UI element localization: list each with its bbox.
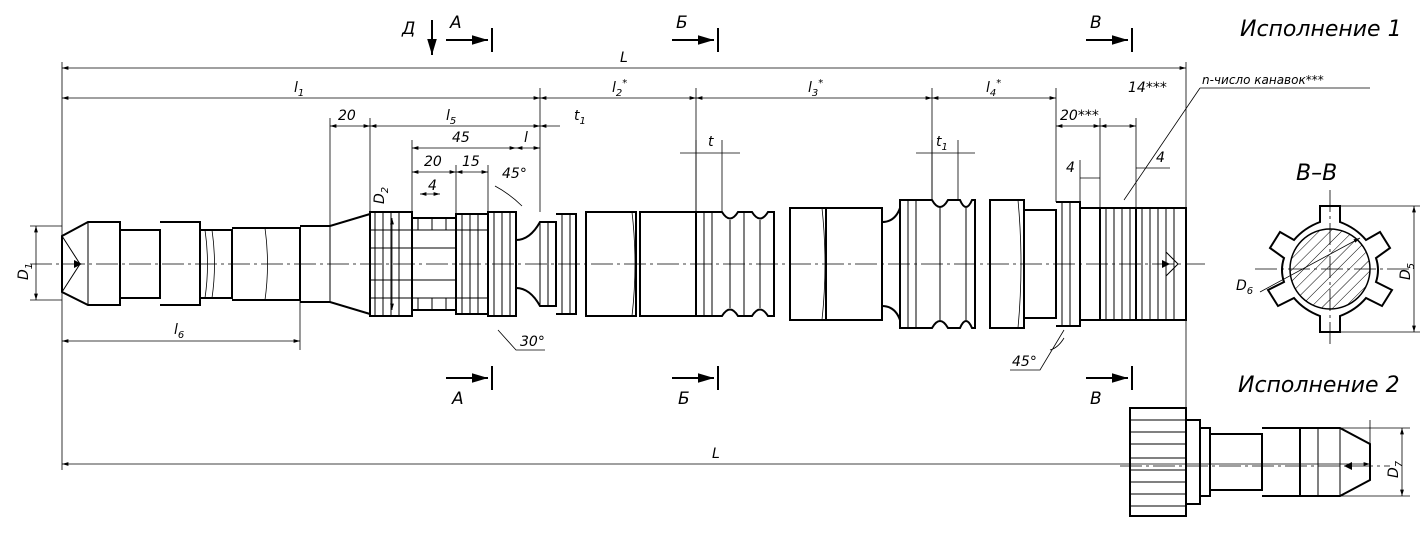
sec-v-top: В xyxy=(1090,13,1102,33)
dim-l-small: l xyxy=(524,130,528,146)
svg-text:l4*: l4* xyxy=(986,78,1001,99)
svg-text:l1: l1 xyxy=(294,80,304,99)
dim-45: 45 xyxy=(452,130,470,146)
dim-t1-sub: 1 xyxy=(942,142,948,153)
svg-text:l3*: l3* xyxy=(808,78,823,99)
sec-a-top: А xyxy=(449,13,462,33)
variant2-label: Исполнение 2 xyxy=(1238,373,1400,398)
dim-l2: l xyxy=(612,80,616,96)
svg-text:D5: D5 xyxy=(1398,263,1417,280)
svg-text:l2*: l2* xyxy=(612,78,627,99)
dim-4b: 4 xyxy=(1066,160,1075,176)
dim-l4: l xyxy=(986,80,990,96)
dim-D7: D xyxy=(1386,467,1402,478)
variant-2-view xyxy=(1120,407,1410,517)
dim-D5: D xyxy=(1398,269,1414,280)
dim-l3: l xyxy=(808,80,812,96)
svg-text:l5: l5 xyxy=(446,108,456,127)
gear-teeth-1 xyxy=(515,213,577,315)
section-view-v-v xyxy=(1255,190,1420,345)
dim-D1: D xyxy=(16,269,32,280)
sec-b-top: Б xyxy=(676,13,688,33)
dim-l4-sub: 4 xyxy=(990,88,996,99)
dim-l4-star: * xyxy=(996,78,1001,89)
dim-l3-star: * xyxy=(818,78,823,89)
dim-l6: l xyxy=(174,322,178,338)
dim-D6: D xyxy=(1236,278,1247,294)
dim-L-top: L xyxy=(620,50,628,66)
dim-D2-sub: 2 xyxy=(380,187,391,193)
section-markers xyxy=(427,20,1133,390)
shaft-main-view xyxy=(30,199,1205,329)
dim-D5-sub: 5 xyxy=(1406,263,1417,269)
dim-l6-sub: 6 xyxy=(178,330,184,341)
dim-l2-sub: 2 xyxy=(616,88,622,99)
svg-text:t1: t1 xyxy=(574,108,586,127)
dim-l1: l xyxy=(294,80,298,96)
dim-l1-sub: 1 xyxy=(298,88,304,99)
sec-a-bottom: А xyxy=(451,389,464,409)
svg-text:D6: D6 xyxy=(1236,278,1253,297)
dim-t: t xyxy=(708,134,714,150)
dim-D7-sub: 7 xyxy=(1394,460,1405,467)
dim-l5: l xyxy=(446,108,450,124)
svg-text:D1: D1 xyxy=(16,263,35,280)
dim-l5-sub: 5 xyxy=(450,116,456,127)
dim-20stars: 20*** xyxy=(1060,108,1099,124)
sec-b-bottom: Б xyxy=(678,389,690,409)
svg-text:D7: D7 xyxy=(1386,460,1405,478)
gear-teeth-3 xyxy=(899,199,976,329)
svg-text:l6: l6 xyxy=(174,322,184,341)
dim-20b: 20 xyxy=(424,154,442,170)
dim-L-bottom: L xyxy=(712,446,720,462)
variant1-label: Исполнение 1 xyxy=(1240,17,1402,42)
text-labels: Исполнение 1 Исполнение 2 В–В n-число ка… xyxy=(16,13,1417,478)
angle-45-top: 45° xyxy=(502,166,527,182)
dim-t1-upper: t xyxy=(574,108,580,124)
dim-l2-star: * xyxy=(622,78,627,89)
dim-t1: t xyxy=(936,134,942,150)
dim-15: 15 xyxy=(462,154,480,170)
dim-D2: D xyxy=(372,193,388,204)
angle-30: 30° xyxy=(520,334,545,350)
view-d-label: Д xyxy=(401,19,415,39)
dim-D1-sub: 1 xyxy=(24,263,35,269)
dim-4c: 4 xyxy=(1156,150,1165,166)
dim-20: 20 xyxy=(338,108,356,124)
angle-45-bottom: 45° xyxy=(1012,354,1037,370)
grooves-note: n-число канавок*** xyxy=(1202,73,1324,87)
svg-text:D2: D2 xyxy=(372,187,391,204)
dim-l3-sub: 3 xyxy=(812,88,818,99)
spline-hub-a xyxy=(369,211,517,317)
dim-D6-sub: 6 xyxy=(1247,286,1253,297)
section-title: В–В xyxy=(1296,161,1337,186)
gear-teeth-2 xyxy=(695,211,775,317)
sec-v-bottom: В xyxy=(1090,389,1102,409)
dimension-lines xyxy=(30,62,1371,470)
dim-14stars: 14*** xyxy=(1128,80,1167,96)
svg-text:t1: t1 xyxy=(936,134,948,153)
dim-t1-upper-sub: 1 xyxy=(580,116,586,127)
dim-4a: 4 xyxy=(428,178,437,194)
